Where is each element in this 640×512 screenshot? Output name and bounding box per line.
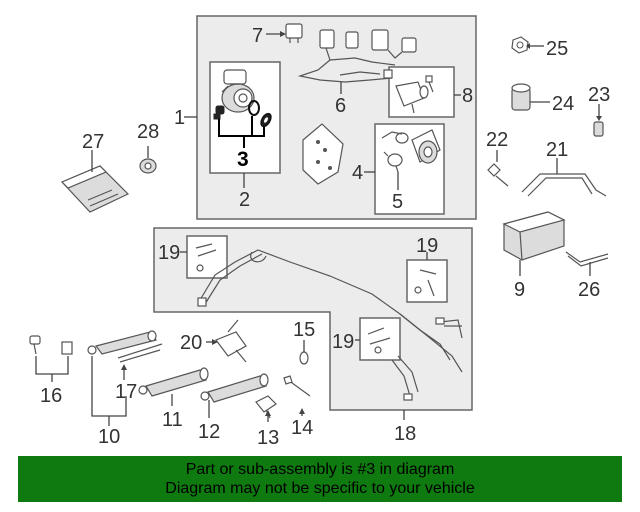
bushing-part-24[interactable]	[511, 83, 550, 111]
callout-18: 18	[394, 423, 416, 445]
callout-16: 16	[40, 385, 62, 407]
callout-25: 25	[546, 38, 568, 60]
hose-lines-part-18[interactable]	[197, 249, 463, 401]
notice-banner: Part or sub-assembly is #3 in diagram Di…	[18, 456, 622, 502]
bracket-part-21[interactable]	[521, 158, 607, 197]
bolt-part-15[interactable]	[299, 340, 309, 365]
callout-19-left: 19	[158, 242, 180, 264]
hose-part-26[interactable]	[565, 251, 609, 276]
fittings-part-19[interactable]	[195, 243, 437, 354]
strut-part-12[interactable]	[200, 373, 269, 418]
callout-21: 21	[546, 139, 568, 161]
module-part-9[interactable]	[502, 211, 566, 276]
relay-part-7[interactable]	[285, 23, 303, 43]
clip-part-23[interactable]	[593, 104, 604, 137]
callout-10: 10	[98, 426, 120, 448]
banner-line-2: Diagram may not be specific to your vehi…	[165, 480, 475, 497]
control-unit-part-27[interactable]	[60, 150, 130, 213]
strut-part-11[interactable]	[138, 367, 209, 406]
seal-kit-part-3[interactable]	[213, 100, 273, 148]
bolt-part-22[interactable]	[487, 150, 509, 187]
wiring-harness-part-6[interactable]	[297, 29, 417, 83]
bracket-part-17[interactable]	[121, 364, 127, 380]
callout-labels: 1 2 3 4 5 6 7 8 9 10 11 12 13 14 15 16 1…	[40, 25, 610, 449]
callout-5: 5	[392, 191, 403, 213]
callout-11: 11	[162, 409, 183, 431]
callout-8: 8	[462, 85, 473, 107]
callout-28: 28	[137, 121, 159, 143]
callout-27: 27	[82, 131, 104, 153]
valve-part-20[interactable]	[206, 319, 247, 363]
callout-22: 22	[486, 129, 508, 151]
callout-24: 24	[552, 93, 574, 115]
callout-7: 7	[252, 25, 263, 47]
callout-13: 13	[257, 427, 279, 449]
banner-line-1: Part or sub-assembly is #3 in diagram	[185, 461, 455, 478]
bracket-part-13[interactable]	[255, 395, 277, 422]
strut-part-10[interactable]	[87, 330, 163, 426]
callout-3-highlighted: 3	[237, 148, 249, 171]
callout-4: 4	[352, 162, 363, 184]
mounting-plate[interactable]	[302, 123, 344, 185]
valve-part-8[interactable]	[395, 75, 434, 114]
hose-assembly-box-18	[153, 227, 473, 411]
leaders-upper	[184, 31, 461, 190]
callout-2: 2	[239, 189, 250, 211]
callout-6: 6	[335, 95, 346, 117]
callout-23: 23	[588, 84, 610, 106]
grommet-part-28[interactable]	[139, 146, 157, 174]
bolt-part-14[interactable]	[283, 375, 311, 416]
callout-17: 17	[115, 381, 137, 403]
callout-15: 15	[293, 319, 315, 341]
fittings-part-16[interactable]	[29, 335, 73, 382]
pump-motor-part-2[interactable]	[221, 69, 255, 113]
clamp-part-5[interactable]	[383, 151, 403, 173]
callout-12: 12	[198, 421, 220, 443]
callout-9: 9	[514, 279, 525, 301]
callout-14: 14	[291, 417, 313, 439]
filter-part-4[interactable]	[381, 129, 441, 164]
callout-19-lower: 19	[332, 331, 354, 353]
nut-part-25[interactable]	[511, 36, 544, 54]
leaders-lower-box	[180, 251, 428, 420]
callout-20: 20	[180, 332, 202, 354]
callout-26: 26	[578, 279, 600, 301]
callout-19-right: 19	[416, 235, 438, 257]
callout-1: 1	[174, 107, 185, 129]
